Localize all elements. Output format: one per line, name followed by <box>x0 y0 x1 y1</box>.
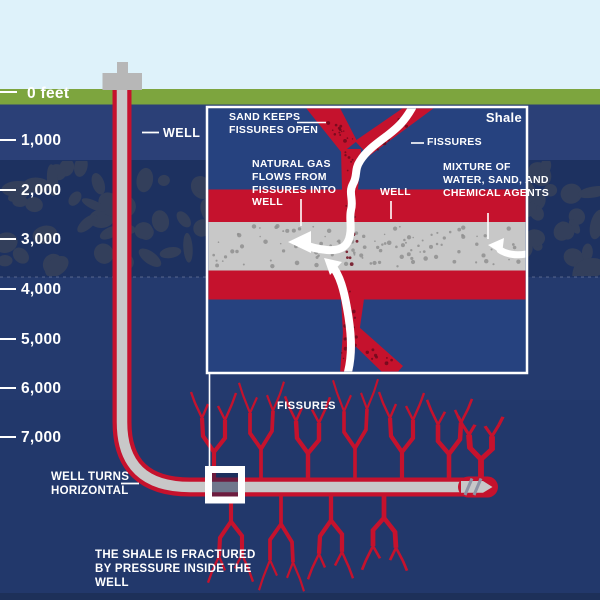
inset-leader-lines <box>297 121 489 239</box>
sand-particles <box>212 224 521 269</box>
inset-box <box>205 105 529 375</box>
bottom-layer <box>0 593 600 600</box>
inset-well-wall-top <box>208 189 526 222</box>
well-turns-horizontal-label: WELL TURNS HORIZONTAL <box>51 471 130 497</box>
depth-label-6000: 6,000 <box>21 380 62 397</box>
natural-gas-label: NATURAL GAS FLOWS FROM FISSURES INTO WEL… <box>252 158 337 209</box>
depth-ticks <box>0 91 17 438</box>
shale-fractured-label: THE SHALE IS FRACTURED BY PRESSURE INSID… <box>95 549 256 589</box>
inset-well-label: WELL <box>380 186 411 198</box>
depth-label-5000: 5,000 <box>21 331 62 348</box>
fissures-label: FISSURES <box>277 400 337 412</box>
drill-bit <box>458 476 498 498</box>
mixture-label: MIXTURE OF WATER, SAND, AND CHEMICAL AGE… <box>443 161 550 199</box>
depth-label-4000: 4,000 <box>21 281 62 298</box>
leader-lines <box>121 131 159 485</box>
inset-fissures-label: FISSURES <box>427 136 482 148</box>
well-label: WELL <box>163 126 201 140</box>
fissures-field <box>189 378 505 592</box>
inset-well-bore <box>208 222 526 271</box>
grass-layer <box>0 89 600 105</box>
gas-flow-arrowheads <box>288 231 504 275</box>
depth-label-7000: 7,000 <box>21 429 62 446</box>
well-pipe-bore <box>116 88 464 493</box>
sky-layer <box>0 0 600 89</box>
gas-flow-up-arrow <box>328 262 355 372</box>
drill-bit-groove <box>472 477 483 496</box>
depth-label-0: 0 feet <box>27 85 70 102</box>
depth-label-3000: 3,000 <box>21 231 62 248</box>
wellhead <box>102 62 142 90</box>
sand-keeps-label: SAND KEEPS FISSURES OPEN <box>229 111 319 136</box>
inset-well-wall-bottom <box>208 270 526 300</box>
well-pipe <box>112 88 464 497</box>
gas-flow-main-arrow <box>302 108 416 255</box>
depth-label-1000: 1,000 <box>21 132 62 149</box>
magnifier-square <box>205 466 245 504</box>
depth-label-2000: 2,000 <box>21 182 62 199</box>
inset-shale-label: Shale <box>485 110 522 125</box>
drill-bit-groove <box>463 477 474 496</box>
